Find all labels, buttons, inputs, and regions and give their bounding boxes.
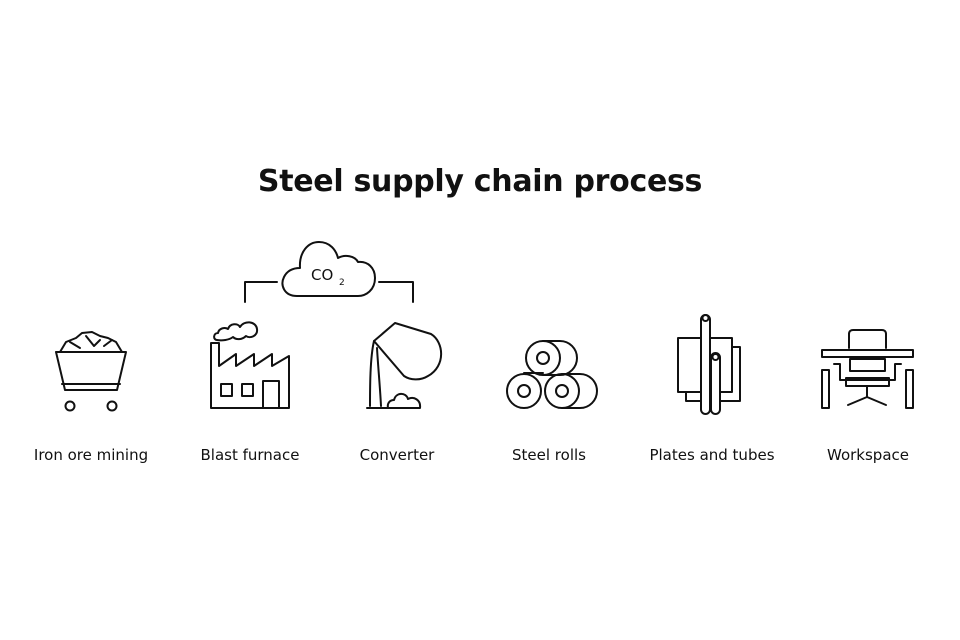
desk-chair-icon xyxy=(821,329,914,409)
diagram-title: Steel supply chain process xyxy=(257,164,703,199)
co2-subscript: 2 xyxy=(339,278,345,288)
steel-rolls-icon xyxy=(506,340,598,409)
converter-ladle-icon xyxy=(366,322,443,409)
smoke-icon xyxy=(213,321,259,342)
step-label-iron-ore-mining: Iron ore mining xyxy=(33,446,149,464)
emission-bracket xyxy=(244,281,414,303)
step-label-converter: Converter xyxy=(359,446,435,464)
cloud-icon xyxy=(281,241,376,297)
step-label-workspace: Workspace xyxy=(827,446,909,464)
step-label-steel-rolls: Steel rolls xyxy=(512,446,586,464)
plates-tubes-icon xyxy=(677,314,741,415)
co2-emission-group: CO 2 xyxy=(244,241,414,303)
step-label-blast-furnace: Blast furnace xyxy=(200,446,300,464)
step-label-plates-and-tubes: Plates and tubes xyxy=(649,446,775,464)
factory-icon xyxy=(210,321,290,409)
co2-label: CO xyxy=(311,266,333,284)
mine-cart-icon xyxy=(55,331,127,412)
